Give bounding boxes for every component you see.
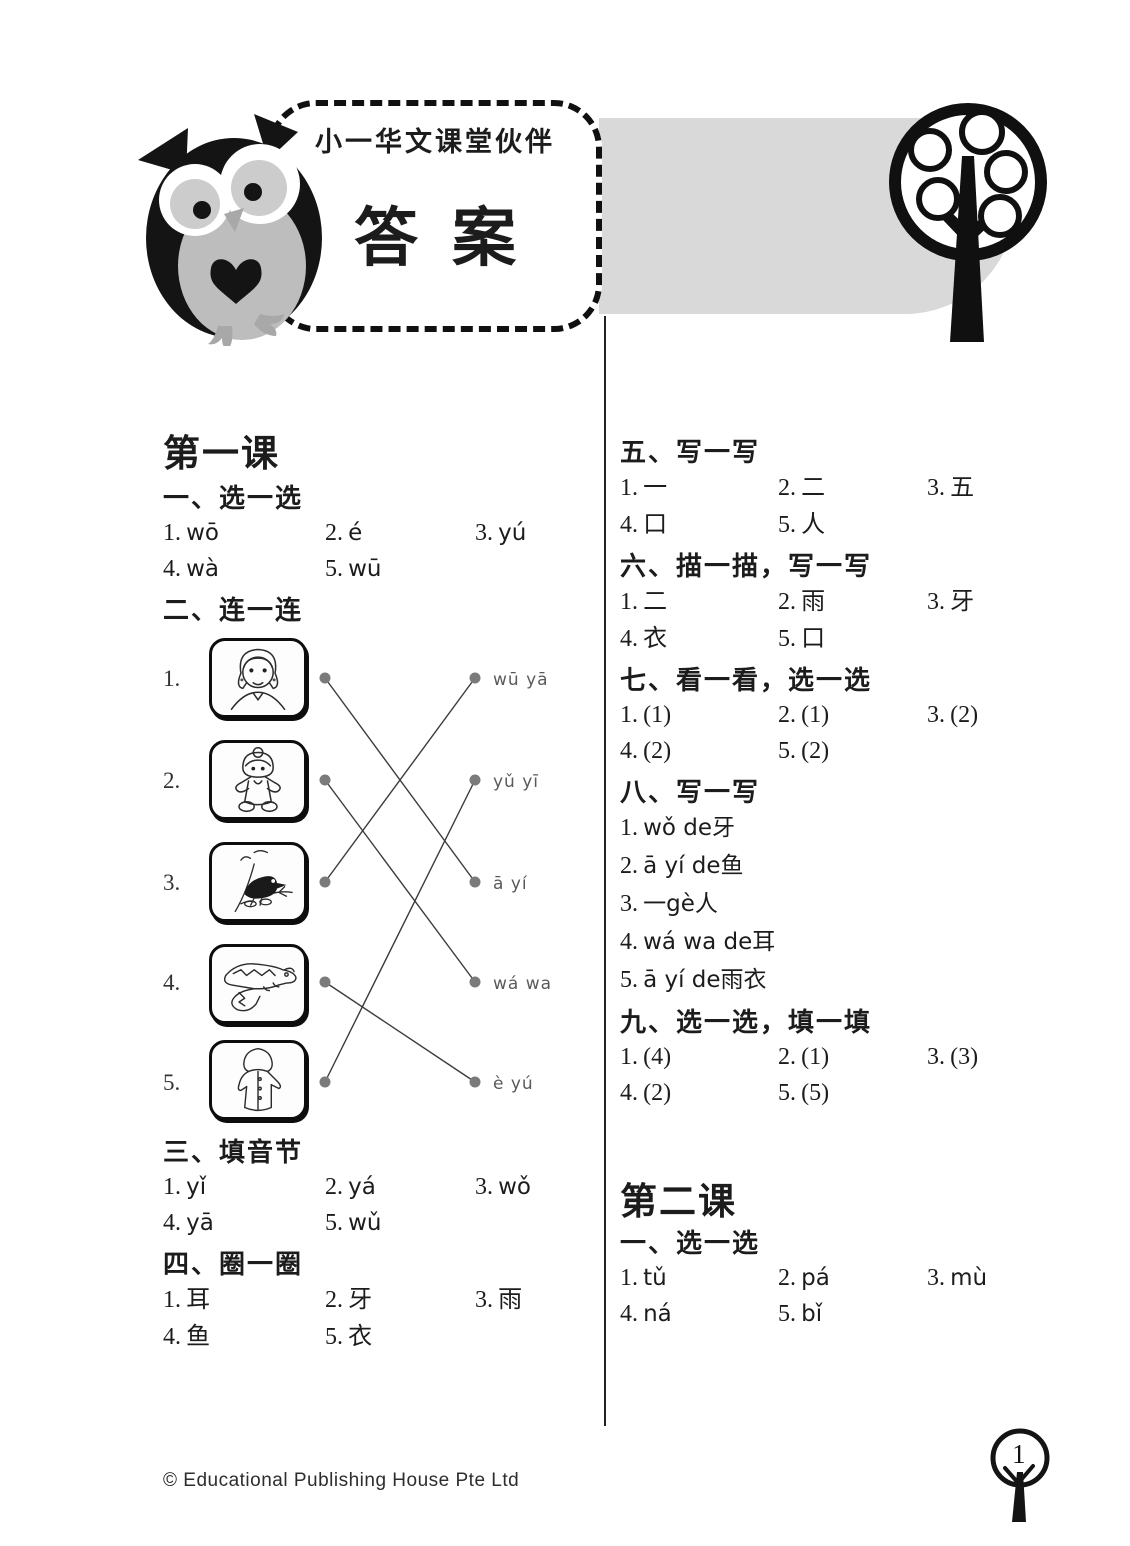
answer-row: 1. wō 2. é 3. yú [163, 520, 527, 546]
answer-row: 1. 二 2. 雨 3. 牙 [620, 587, 975, 615]
match-label: wá wa [493, 974, 553, 994]
match-item-number: 5. [163, 1070, 181, 1095]
answer-row: 1. 耳 2. 牙 3. 雨 [163, 1285, 523, 1313]
tree-icon [878, 94, 1058, 344]
connector-dot [469, 876, 481, 888]
connection-line [324, 779, 476, 983]
answer-row: 4. (2) 5. (5) [620, 1080, 830, 1106]
connector-dot [319, 774, 331, 786]
left-column: 第一课 一、选一选 1. wō 2. é 3. yú 4. wà 5. wū 二… [163, 432, 595, 1356]
section4-title: 四、圈一圈 [163, 1250, 304, 1280]
section7-title: 七、看一看，选一选 [620, 666, 873, 696]
answer-list: 1. wǒ de牙 2. ā yí de鱼 3. 一gè人 4. wá wa d… [620, 810, 1020, 1000]
page-number: 1 [1012, 1439, 1026, 1469]
answer-row: 1. (4) 2. (1) 3. (3) [620, 1044, 979, 1070]
connector-dot [469, 672, 481, 684]
page-number-tree-icon: 1 [983, 1426, 1057, 1526]
answer-row: 1. (1) 2. (1) 3. (2) [620, 702, 979, 728]
doll-image [209, 740, 307, 820]
answer-row: 4. wá wa de耳 [620, 929, 776, 955]
connector-dot [469, 976, 481, 988]
answer-row: 3. 一gè人 [620, 891, 718, 917]
answer-row: 4. 鱼 5. 衣 [163, 1322, 373, 1350]
match-item-number: 2. [163, 768, 181, 793]
lesson1-title: 第一课 [163, 432, 280, 475]
answer-row: 1. tǔ 2. pá 3. mù [620, 1265, 988, 1291]
answer-row: 4. yā 5. wǔ [163, 1210, 382, 1236]
connection-line [324, 677, 476, 883]
match-label: ā yí [493, 874, 528, 894]
crocodile-image [209, 944, 307, 1024]
aunt-image [209, 638, 307, 718]
answer-row: 1. wǒ de牙 [620, 815, 736, 841]
section9-title: 九、选一选，填一填 [620, 1008, 873, 1038]
answer-row: 1. 一 2. 二 3. 五 [620, 473, 975, 501]
match-item-number: 4. [163, 970, 181, 995]
connector-dot [319, 876, 331, 888]
section3-title: 三、填音节 [163, 1138, 304, 1168]
owl-icon [132, 108, 338, 350]
column-divider [604, 316, 606, 1426]
match-label: è yú [493, 1074, 534, 1094]
series-title: 小一华文课堂伙伴 [315, 127, 555, 158]
connector-dot [469, 774, 481, 786]
copyright-text: © Educational Publishing House Pte Ltd [163, 1470, 520, 1491]
lesson2-section1-title: 一、选一选 [620, 1229, 761, 1259]
right-column: 五、写一写 1. 一 2. 二 3. 五 4. 口 5. 人 六、描一描，写一写… [620, 436, 1020, 1333]
match-item-number: 1. [163, 666, 181, 691]
match-lines-svg [319, 672, 481, 1088]
answer-row: 2. ā yí de鱼 [620, 853, 744, 879]
section8-title: 八、写一写 [620, 778, 761, 808]
lesson2-title: 第二课 [620, 1180, 737, 1223]
raincoat-image [209, 1040, 307, 1120]
connection-line [324, 981, 476, 1083]
answer-row: 5. ā yí de雨衣 [620, 967, 767, 993]
section1-title: 一、选一选 [163, 484, 304, 514]
connector-dot [319, 976, 331, 988]
crow-image [209, 842, 307, 922]
answer-row: 4. 口 5. 人 [620, 510, 826, 538]
answer-row: 4. wà 5. wū [163, 556, 382, 582]
answer-row: 4. (2) 5. (2) [620, 738, 830, 764]
match-item-number: 3. [163, 870, 181, 895]
section6-title: 六、描一描，写一写 [620, 552, 873, 582]
match-label: wū yā [493, 670, 549, 690]
connector-dot [319, 1076, 331, 1088]
connection-line [324, 779, 476, 1083]
connector-dot [319, 672, 331, 684]
answer-row: 4. 衣 5. 口 [620, 624, 826, 652]
answer-row: 4. ná 5. bǐ [620, 1301, 823, 1327]
section2-title: 二、连一连 [163, 596, 304, 626]
matching-exercise: 1. 2. 3. 4. 5. [163, 638, 595, 1130]
answer-row: 1. yǐ 2. yá 3. wǒ [163, 1174, 531, 1200]
connector-dot [469, 1076, 481, 1088]
section5-title: 五、写一写 [620, 438, 761, 468]
page-title: 答案 [354, 202, 550, 276]
match-label: yǔ yī [493, 772, 540, 792]
